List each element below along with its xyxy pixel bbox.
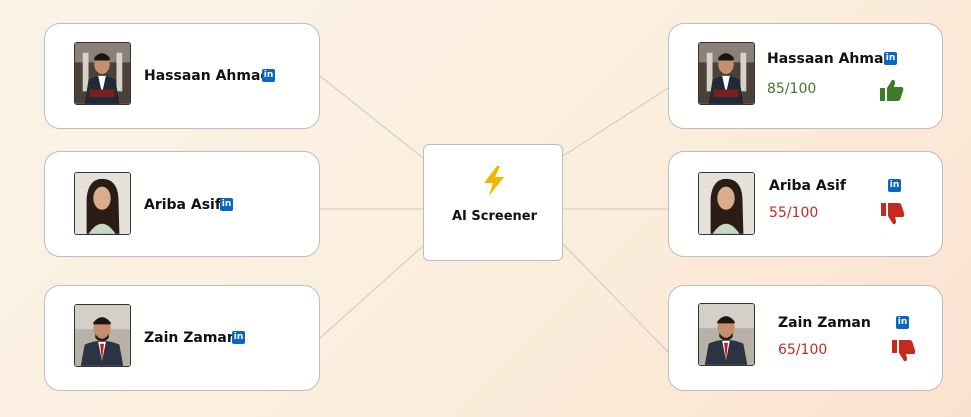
linkedin-icon[interactable]: in <box>888 179 901 192</box>
linkedin-icon[interactable]: in <box>232 331 245 344</box>
candidate-score: 55/100 <box>769 205 819 221</box>
candidate-name: Ariba Asif <box>769 178 846 194</box>
input-card-hassaan[interactable]: Hassaan Ahmad in <box>44 23 320 129</box>
avatar <box>698 172 755 235</box>
connector-input-3 <box>319 245 424 339</box>
candidate-name: Hassaan Ahmad <box>144 68 271 84</box>
candidate-name: Hassaan Ahmad <box>767 51 894 67</box>
avatar <box>74 42 131 105</box>
connector-result-3 <box>562 243 669 353</box>
ai-screener-label: AI Screener <box>452 209 538 224</box>
candidate-name: Zain Zaman <box>778 315 871 331</box>
result-card-zain[interactable]: Zain Zaman in 65/100 <box>668 285 943 391</box>
thumbs-down-icon <box>881 203 905 225</box>
candidate-name: Zain Zaman <box>144 330 237 346</box>
connector-result-1 <box>562 87 669 157</box>
connector-input-1 <box>319 75 424 159</box>
thumbs-down-icon <box>892 340 916 362</box>
input-card-zain[interactable]: Zain Zaman in <box>44 285 320 391</box>
input-card-ariba[interactable]: Ariba Asif in <box>44 151 320 257</box>
candidate-score: 85/100 <box>767 81 817 97</box>
ai-screener-node[interactable]: AI Screener <box>423 144 563 261</box>
avatar <box>698 303 755 366</box>
result-card-ariba[interactable]: Ariba Asif in 55/100 <box>668 151 943 257</box>
lightning-icon <box>484 166 504 196</box>
avatar <box>74 172 131 235</box>
avatar <box>74 304 131 367</box>
linkedin-icon[interactable]: in <box>220 198 233 211</box>
thumbs-up-icon <box>880 79 904 101</box>
linkedin-icon[interactable]: in <box>884 52 897 65</box>
linkedin-icon[interactable]: in <box>896 316 909 329</box>
linkedin-icon[interactable]: in <box>262 69 275 82</box>
result-card-hassaan[interactable]: Hassaan Ahmad in 85/100 <box>668 23 943 129</box>
candidate-name: Ariba Asif <box>144 197 221 213</box>
avatar <box>698 42 755 105</box>
candidate-score: 65/100 <box>778 342 828 358</box>
